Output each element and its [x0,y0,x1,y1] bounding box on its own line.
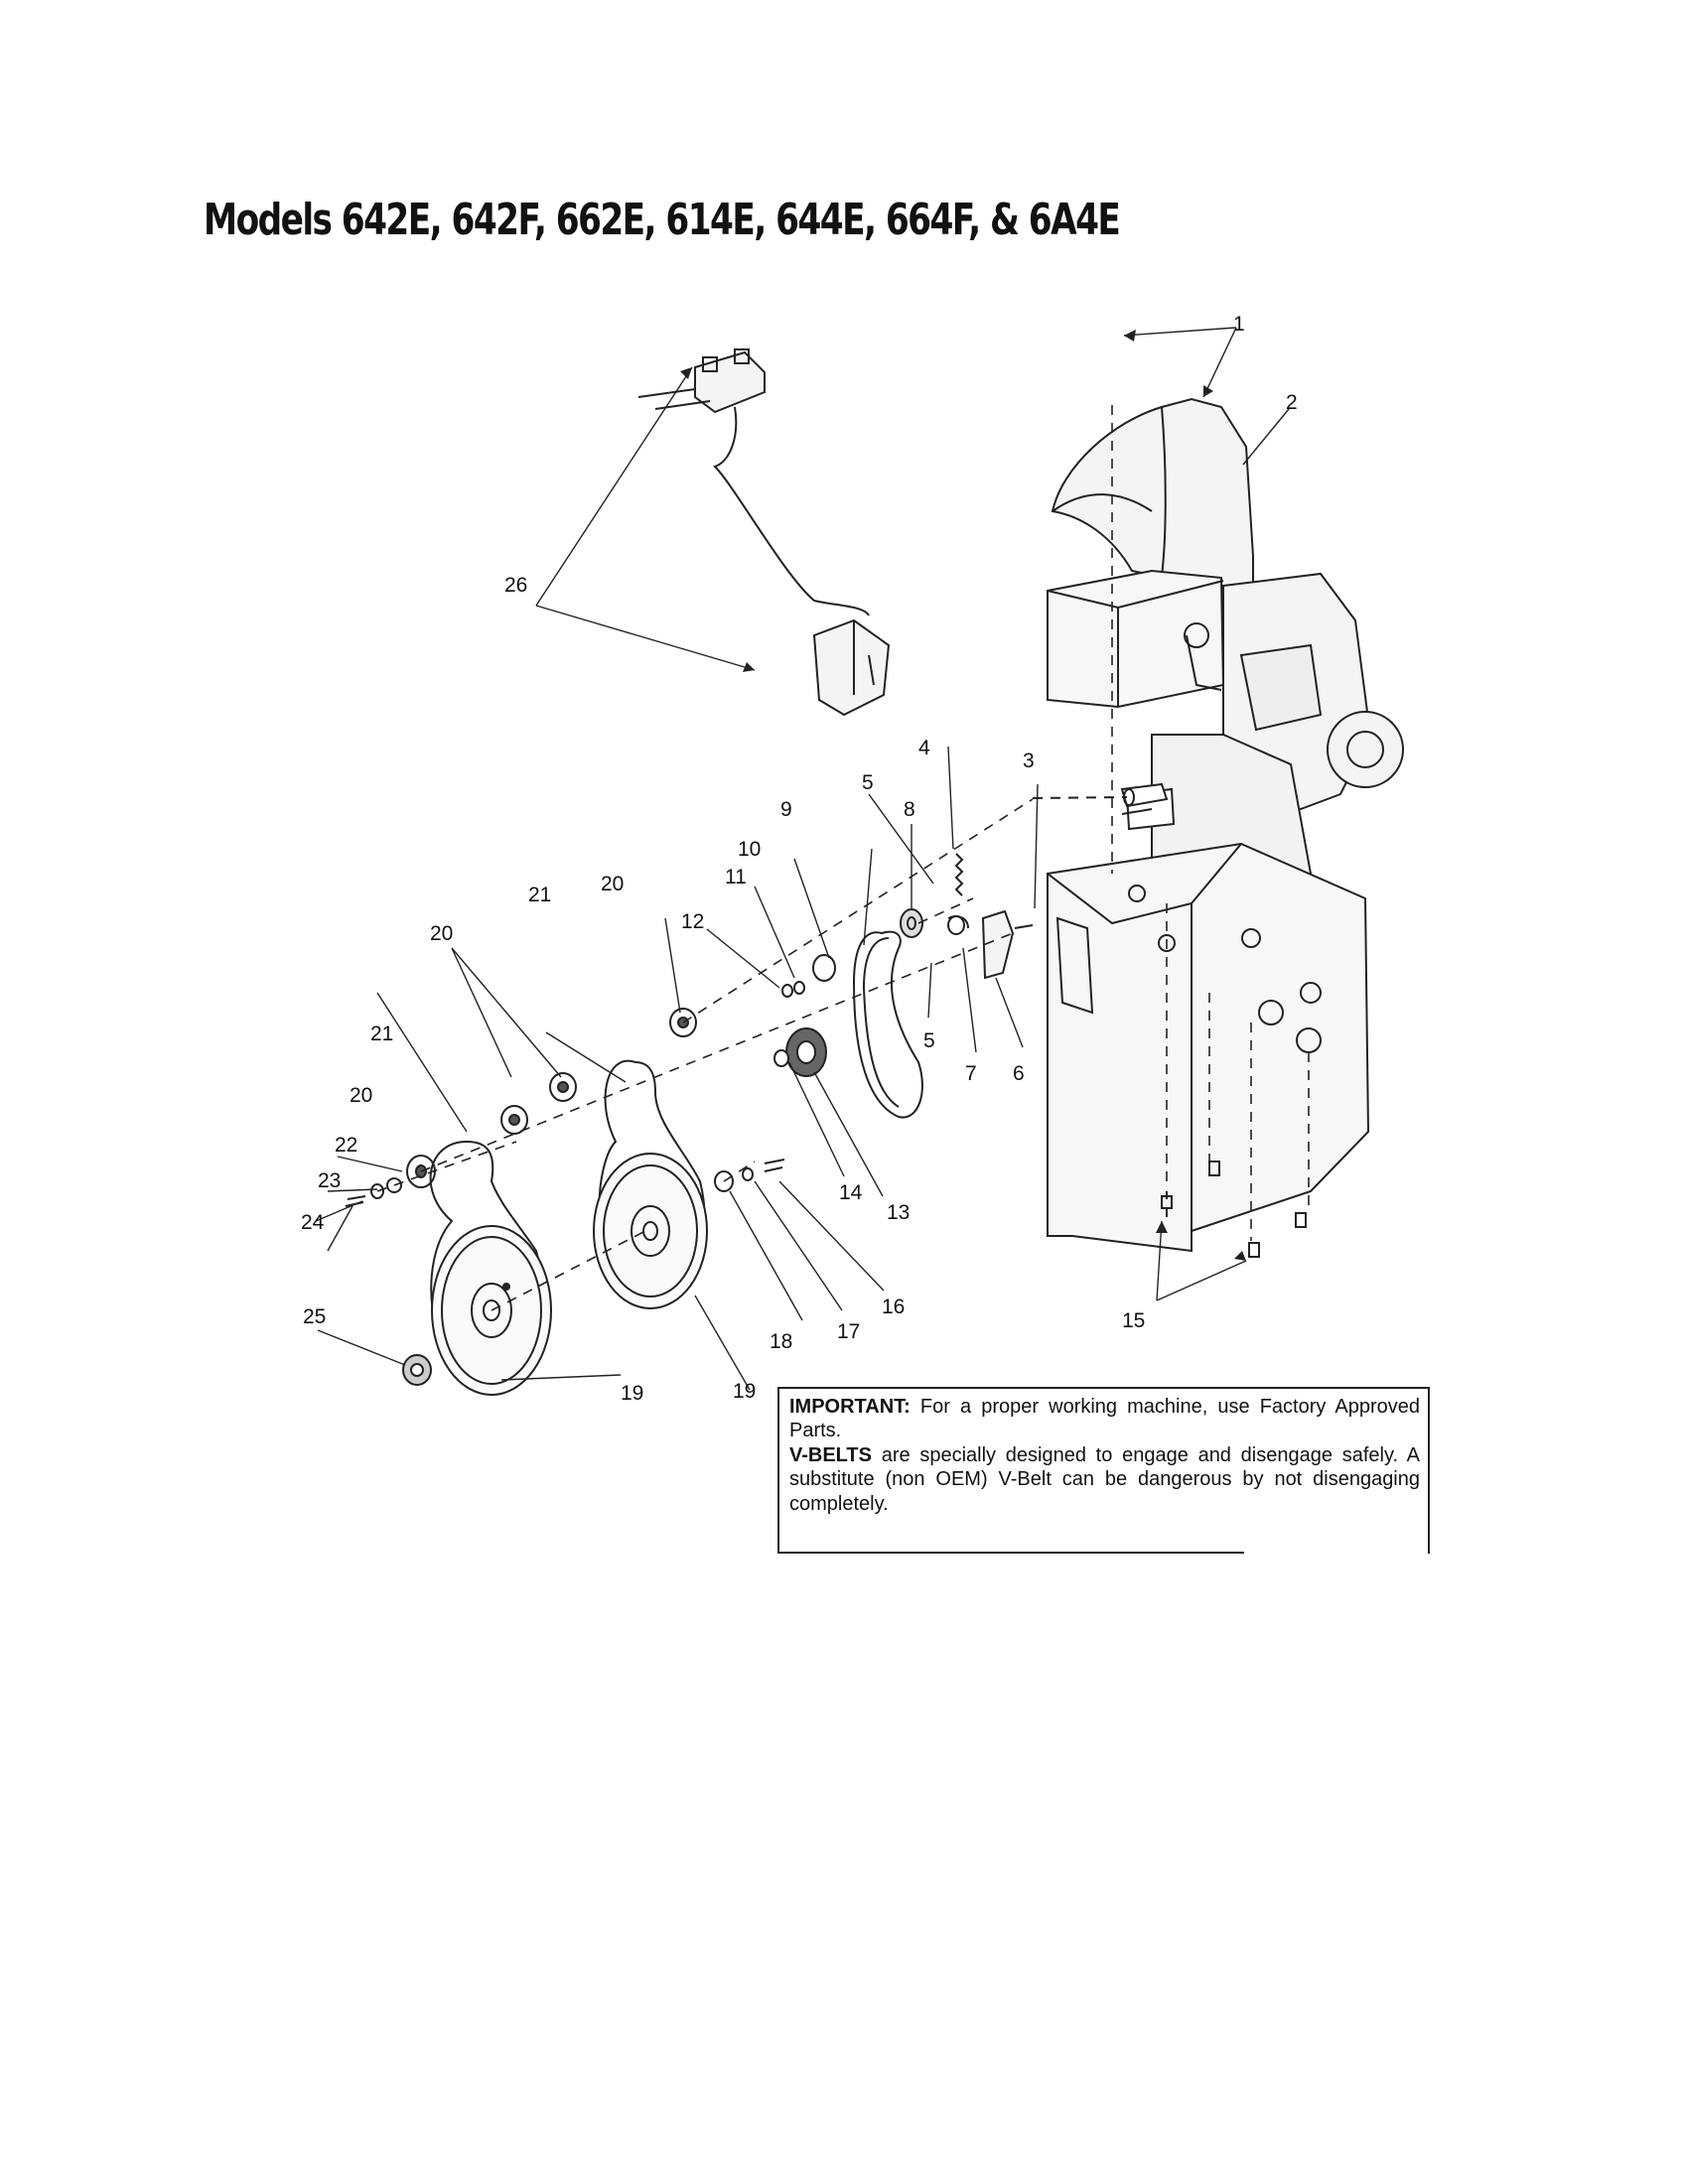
callout-23: 23 [318,1169,341,1192]
callout-21a: 21 [528,884,551,906]
callout-22: 22 [335,1134,357,1157]
vbelts-text: are specially designed to engage and dis… [789,1443,1420,1515]
chute-cover [1051,397,1254,587]
alignment-lines [376,405,1310,1311]
large-pulley-rear [593,1059,708,1309]
important-notice: IMPORTANT: For a proper working machine,… [777,1387,1430,1554]
important-text: For a proper working machine, use Factor… [789,1396,1420,1442]
large-pulley-front [429,1140,552,1396]
callout-19a: 19 [621,1382,643,1405]
callout-20a: 20 [601,873,624,895]
callout-6: 6 [1013,1062,1025,1085]
callout-25: 25 [303,1305,326,1328]
callout-10: 10 [738,838,761,861]
callout-20c: 20 [350,1084,372,1107]
leader-lines [315,327,1290,1391]
washers [345,1008,785,1207]
important-label: IMPORTANT: [789,1396,911,1418]
callout-19b: 19 [733,1380,756,1403]
callout-8: 8 [904,798,915,821]
callout-1: 1 [1233,313,1245,336]
callout-20b: 20 [430,922,453,945]
small-belt [852,930,923,1119]
callout-2: 2 [1286,391,1298,414]
callout-5a: 5 [862,771,874,794]
callout-21b: 21 [370,1023,393,1045]
drive-shaft [1032,782,1169,808]
idler-bracket [947,909,1034,980]
callout-9: 9 [780,798,792,821]
notice-bottom-rule [777,1552,1244,1554]
arrowheads [680,330,1246,1261]
hub-25 [402,1354,432,1386]
spring [954,853,964,896]
electric-starter [637,348,891,717]
page-title: Models 642E, 642F, 662E, 614E, 644E, 664… [204,195,1121,245]
callout-17: 17 [837,1320,860,1343]
callout-13: 13 [887,1201,910,1224]
callout-24: 24 [301,1211,325,1234]
vbelts-label: V-BELTS [789,1443,872,1466]
frame-housing [1047,842,1370,1253]
callout-4: 4 [918,737,930,759]
callout-7: 7 [965,1062,977,1085]
mounting-bolts [1161,1160,1307,1258]
callout-11: 11 [725,866,747,888]
callout-3: 3 [1023,750,1035,772]
callout-14: 14 [839,1181,863,1204]
callout-5b: 5 [923,1029,935,1052]
callout-15: 15 [1122,1309,1145,1332]
callout-labels: 1 2 3 4 5 5 6 7 8 9 10 11 12 13 14 15 16… [301,313,1298,1405]
callout-18: 18 [770,1330,792,1353]
callout-12: 12 [681,910,704,933]
small-pulley [773,908,923,1077]
callout-26: 26 [504,574,527,597]
callout-16: 16 [882,1296,905,1318]
